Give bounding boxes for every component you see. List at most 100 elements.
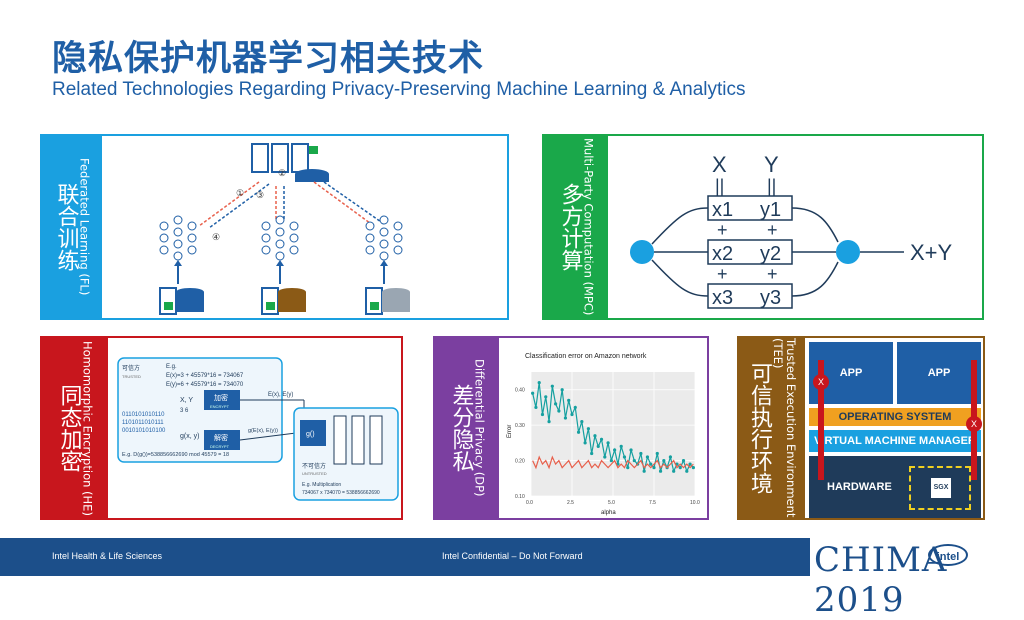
mpc-plus-1: + [717, 220, 728, 240]
he-mult-label: E.g. Multiplication [302, 482, 341, 488]
data-point [534, 405, 538, 410]
fl-title-cn: 联合训练 [53, 183, 79, 271]
he-e1: E(x)=3 + 45579*16 = 734067 [166, 373, 244, 379]
mpc-title-cn: 多方计算 [557, 183, 583, 271]
he-bits3: 0010101010100 [122, 428, 166, 434]
fl-step-3: ③ [256, 190, 264, 200]
data-point [599, 437, 604, 441]
fl-step-2: ② [278, 168, 286, 178]
mpc-x1: x1 [712, 199, 733, 221]
he-untrusted: 不可信方 [302, 462, 326, 470]
neural-net-3 [365, 215, 403, 261]
data-point [626, 466, 630, 470]
data-point [544, 395, 548, 399]
data-point [557, 409, 561, 413]
data-point [537, 381, 541, 385]
data-point [593, 434, 597, 438]
panel-differential-privacy: 差分隐私 Differential Privacy (DP) Classific… [433, 336, 709, 520]
tee-title-cn: 可信执行环境 [747, 362, 772, 494]
he-eg: E.g. [166, 364, 177, 370]
data-point [662, 458, 666, 463]
data-point [586, 427, 590, 431]
mpc-y3: y3 [760, 287, 781, 309]
fl-title-en: Federated Learning (FL) [77, 158, 92, 296]
data-point [540, 412, 545, 417]
page-number: 6 [990, 551, 996, 561]
mpc-x3: x3 [712, 287, 733, 309]
he-diagram: 可信方 TRUSTED E.g. E(x)=3 + 45579*16 = 734… [117, 357, 399, 501]
data-point [547, 420, 551, 424]
data-point [583, 441, 587, 445]
tee-app-2: APP [897, 342, 981, 404]
data-point [645, 455, 650, 459]
panel-trusted-execution-environment: 可信执行环境 Trusted Execution Environment (TE… [737, 336, 985, 520]
data-point [681, 458, 686, 463]
footer-brand-bg [810, 538, 1024, 576]
mpc-eq-x: || [715, 176, 724, 196]
tee-blocked-path-1 [818, 360, 824, 480]
he-encrypt-en: ENCRYPT [210, 404, 230, 409]
dp-tab: 差分隐私 Differential Privacy (DP) [435, 338, 499, 518]
tee-title-en: Trusted Execution Environment (TEE) [771, 338, 798, 518]
panel-homomorphic-encryption: 同态加密 Homomorphic Encryption (HE) 可信方 TRU… [40, 336, 403, 520]
data-point [688, 462, 692, 466]
data-point [658, 469, 663, 473]
he-nums: 3 6 [180, 408, 189, 414]
sgx-label: SGX [929, 476, 953, 500]
x-tick-label: 10.0 [690, 500, 700, 506]
data-point [622, 455, 627, 459]
data-point [580, 420, 584, 424]
data-point [649, 462, 653, 466]
he-decrypt-en: DECRYPT [210, 444, 230, 449]
he-decrypt: 解密 [214, 433, 228, 442]
mpc-x2: x2 [712, 243, 733, 265]
mpc-y1: y1 [760, 199, 781, 221]
client-3-icon [365, 287, 410, 315]
tee-os: OPERATING SYSTEM [809, 408, 981, 426]
data-point [639, 451, 643, 456]
he-gexey: g(E(x), E(y)) [248, 428, 278, 434]
data-point [609, 458, 613, 463]
data-point [655, 451, 659, 456]
x-tick-label: 7.5 [649, 500, 656, 506]
he-exey: E(x), E(y) [268, 392, 293, 398]
data-point [678, 466, 682, 470]
blocked-icon-1: X [813, 374, 829, 390]
he-gxy: g(x, y) [180, 433, 199, 440]
x-tick-label: 0.0 [526, 500, 533, 506]
he-title-en: Homomorphic Encryption (HE) [80, 340, 95, 516]
data-point [570, 412, 574, 417]
x-tick-label: 5.0 [608, 500, 615, 506]
neural-net-1 [159, 215, 197, 261]
client-2-icon [261, 287, 306, 315]
fl-step-1: ① [236, 188, 244, 198]
data-point [691, 466, 695, 470]
data-point [629, 448, 633, 452]
he-xy: X, Y [180, 397, 193, 404]
he-untrusted-en: UNTRUSTED [302, 471, 327, 476]
he-trusted-label: 可信方 [122, 364, 140, 372]
data-point [531, 391, 535, 395]
data-point [642, 469, 646, 473]
fl-diagram: ② ① ④ ③ [159, 143, 410, 315]
x-tick-label: 2.5 [567, 500, 574, 506]
data-point [613, 448, 617, 452]
data-point [603, 455, 607, 459]
mpc-result: X+Y [910, 240, 953, 265]
tee-tab: 可信执行环境 Trusted Execution Environment (TE… [739, 338, 805, 518]
data-point [590, 451, 594, 456]
chart-title: Classification error on Amazon network [525, 353, 647, 360]
data-point [563, 416, 568, 420]
tee-vmm: VIRTUAL MACHINE MANAGER [809, 430, 981, 452]
footer-left: Intel Health & Life Sciences [52, 551, 163, 561]
he-g: g() [306, 431, 315, 438]
he-encrypt: 加密 [214, 393, 228, 402]
mpc-y: Y [764, 152, 779, 177]
y-tick-label: 0.20 [515, 459, 525, 465]
fl-tab: 联合训练 Federated Learning (FL) [42, 136, 102, 318]
dp-title-cn: 差分隐私 [448, 384, 474, 472]
server-icon [251, 143, 329, 182]
he-bits1: 0110101010110 [122, 412, 165, 418]
dp-chart: Classification error on Amazon network 0… [507, 353, 700, 516]
mpc-title-en: Multi-Party Computation (MPC) [581, 138, 596, 316]
